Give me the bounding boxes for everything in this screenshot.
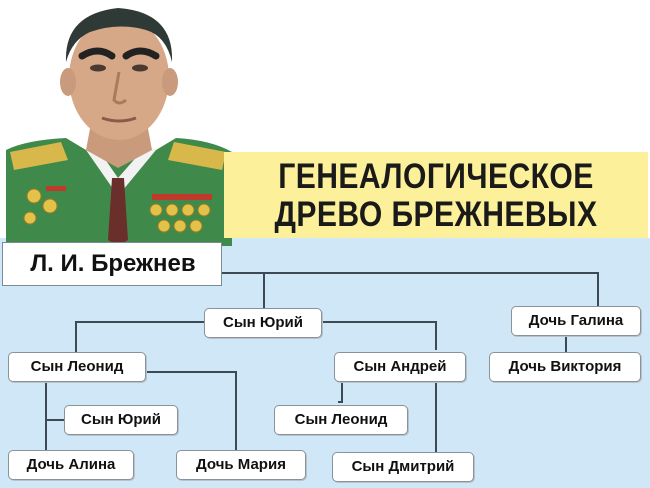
node-label: Дочь Мария: [196, 456, 286, 473]
node-son-andrei: Сын Андрей: [334, 352, 466, 382]
root-node: Л. И. Брежнев: [2, 242, 222, 286]
title-line-2: ДРЕВО БРЕЖНЕВЫХ: [274, 195, 598, 234]
node-label: Сын Андрей: [353, 358, 447, 375]
node-label: Сын Юрий: [81, 411, 161, 428]
root-label: Л. И. Брежнев: [30, 250, 196, 277]
node-label: Сын Дмитрий: [351, 458, 455, 475]
portrait-image: [6, 0, 232, 246]
connector-leonid-maria: [146, 371, 237, 450]
node-son-dmitry: Сын Дмитрий: [332, 452, 474, 482]
connector-andrei-leonid: [338, 382, 343, 403]
node-son-yuri: Сын Юрий: [204, 308, 322, 338]
connector-root-galina: [264, 272, 599, 308]
node-label: Дочь Алина: [26, 456, 116, 473]
node-label: Сын Леонид: [30, 358, 124, 375]
node-daughter-maria: Дочь Мария: [176, 450, 306, 480]
node-son-leonid: Сын Леонид: [8, 352, 146, 382]
node-daughter-galina: Дочь Галина: [511, 306, 641, 336]
node-grandson-leonid: Сын Леонид: [274, 405, 408, 435]
node-daughter-alina: Дочь Алина: [8, 450, 134, 480]
title-banner: ГЕНЕАЛОГИЧЕСКОЕ ДРЕВО БРЕЖНЕВЫХ: [224, 152, 648, 238]
title-line-1: ГЕНЕАЛОГИЧЕСКОЕ: [278, 157, 594, 196]
connector-leonid-yuri: [45, 394, 64, 421]
node-label: Сын Леонид: [294, 411, 388, 428]
node-label: Сын Юрий: [223, 314, 303, 331]
node-label: Дочь Галина: [528, 312, 624, 329]
node-grandson-yuri: Сын Юрий: [64, 405, 178, 435]
connector-root-yuri: [222, 272, 265, 310]
node-label: Дочь Виктория: [508, 358, 622, 375]
node-daughter-viktoria: Дочь Виктория: [489, 352, 641, 382]
